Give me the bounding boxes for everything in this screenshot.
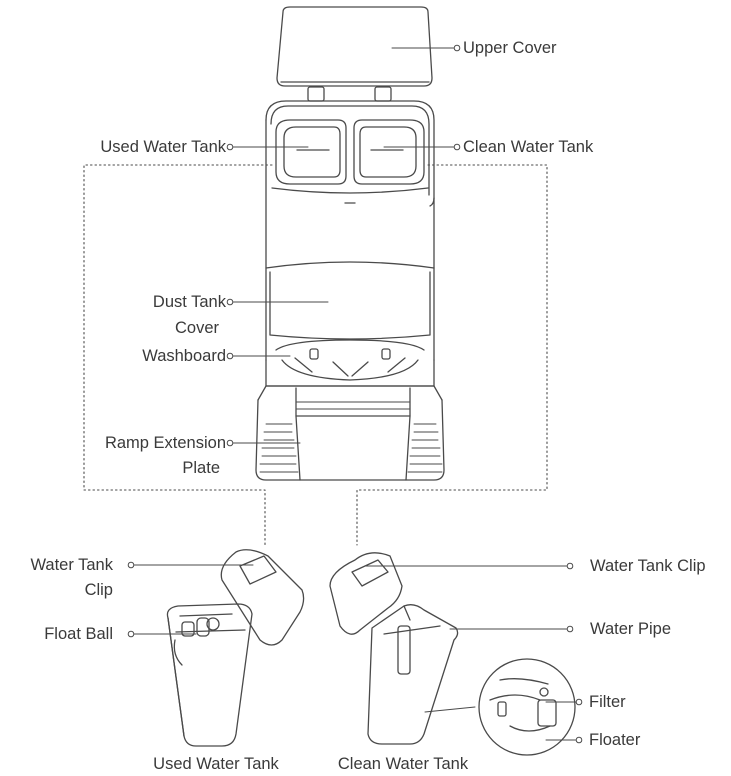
label-water-tank-clip-left-line2: Clip — [84, 581, 113, 599]
leader-lines — [127, 44, 583, 744]
label-ramp-extension-line2: Plate — [182, 459, 220, 477]
label-filter: Filter — [589, 693, 626, 711]
label-water-pipe: Water Pipe — [590, 620, 672, 638]
clean-water-tank-illustration — [329, 552, 459, 745]
caption-clean-water-tank: Clean Water Tank — [337, 755, 469, 773]
label-ramp-extension-line1: Ramp Extension — [104, 434, 226, 452]
washboard-illustration — [275, 339, 425, 381]
filter-detail-illustration — [478, 658, 576, 756]
label-clean-water-tank: Clean Water Tank — [463, 138, 594, 156]
dotted-frame — [83, 164, 548, 546]
label-washboard: Washboard — [142, 347, 226, 365]
label-upper-cover: Upper Cover — [463, 39, 557, 57]
label-floater: Floater — [589, 731, 641, 749]
used-water-tank-illustration — [166, 549, 305, 747]
label-water-tank-clip-left-line1: Water Tank — [30, 556, 113, 574]
label-used-water-tank: Used Water Tank — [100, 138, 226, 156]
station-body-illustration — [265, 100, 435, 387]
label-water-tank-clip-right: Water Tank Clip — [590, 557, 706, 575]
ramp-illustration — [255, 385, 445, 481]
caption-used-water-tank: Used Water Tank — [153, 755, 279, 773]
label-dust-tank-cover-line2: Cover — [174, 319, 219, 337]
label-dust-tank-cover-line1: Dust Tank — [152, 293, 226, 311]
label-float-ball: Float Ball — [44, 625, 113, 643]
tanks-in-body-illustration — [275, 119, 425, 185]
upper-cover-illustration — [276, 6, 433, 102]
